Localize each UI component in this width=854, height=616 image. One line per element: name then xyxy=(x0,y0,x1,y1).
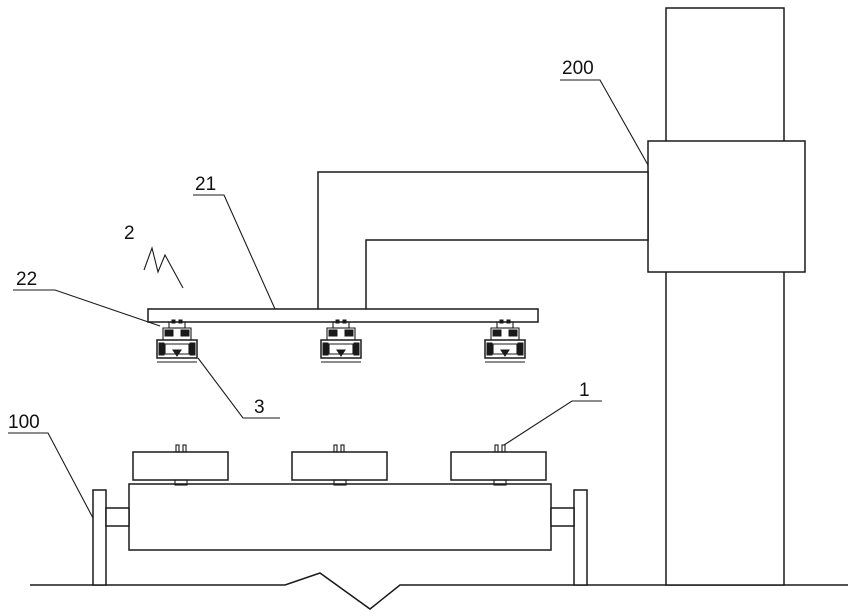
label-1: 1 xyxy=(579,380,590,401)
arm xyxy=(318,172,648,310)
workpiece-middle xyxy=(292,445,387,485)
leader-100 xyxy=(8,433,93,518)
conveyor-axle-left xyxy=(106,508,129,526)
label-22: 22 xyxy=(16,269,37,290)
label-2: 2 xyxy=(124,223,135,244)
leader-2 xyxy=(144,248,183,288)
leader-200 xyxy=(560,80,648,165)
conveyor-leg-left xyxy=(93,490,106,585)
conveyor-axle-right xyxy=(551,508,574,526)
conveyor-leg-right xyxy=(574,490,587,585)
label-21: 21 xyxy=(195,174,216,195)
label-3: 3 xyxy=(254,397,265,418)
clamp-unit-middle xyxy=(321,320,361,362)
tower-carriage xyxy=(648,141,805,272)
label-200: 200 xyxy=(562,58,594,79)
label-100: 100 xyxy=(8,412,40,433)
leader-3 xyxy=(198,358,280,418)
tower-column xyxy=(666,8,784,585)
leader-22 xyxy=(13,290,160,326)
workpiece-left xyxy=(133,445,228,485)
leader-21 xyxy=(193,195,275,309)
leader-1 xyxy=(504,401,602,445)
clamp-unit-right xyxy=(485,320,525,362)
conveyor-body xyxy=(129,484,551,550)
workpiece-right xyxy=(451,445,546,485)
clamp-unit-left xyxy=(157,320,197,362)
